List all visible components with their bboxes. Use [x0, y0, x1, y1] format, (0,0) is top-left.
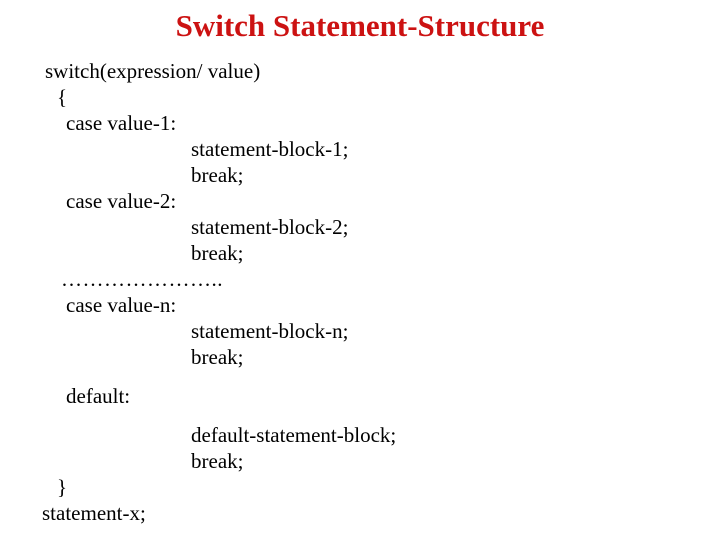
code-gap-after-default	[0, 409, 720, 422]
code-line-case-n: case value-n:	[66, 293, 177, 317]
code-line-ellipsis: …………………..	[61, 267, 223, 291]
code-line-default: default:	[66, 384, 131, 408]
page-title: Switch Statement-Structure	[175, 8, 545, 43]
code-line-break-1: break;	[191, 163, 244, 187]
code-line-open-brace: {	[57, 85, 68, 109]
code-line-break-default: break;	[191, 449, 244, 473]
code-line-statement-x: statement-x;	[42, 501, 146, 525]
code-line-statement-block-n: statement-block-n;	[191, 319, 349, 343]
code-line-case-1: case value-1:	[66, 111, 177, 135]
code-line-close-brace: }	[57, 475, 68, 499]
code-gap-before-default	[0, 370, 720, 383]
code-line-statement-block-2: statement-block-2;	[191, 215, 349, 239]
code-block: switch(expression/ value) { case value-1…	[0, 58, 720, 526]
code-line-switch: switch(expression/ value)	[45, 59, 261, 83]
code-line-case-2: case value-2:	[66, 189, 177, 213]
code-line-break-n: break;	[191, 345, 244, 369]
code-line-default-statement-block: default-statement-block;	[191, 423, 397, 447]
code-line-statement-block-1: statement-block-1;	[191, 137, 349, 161]
code-line-break-2: break;	[191, 241, 244, 265]
